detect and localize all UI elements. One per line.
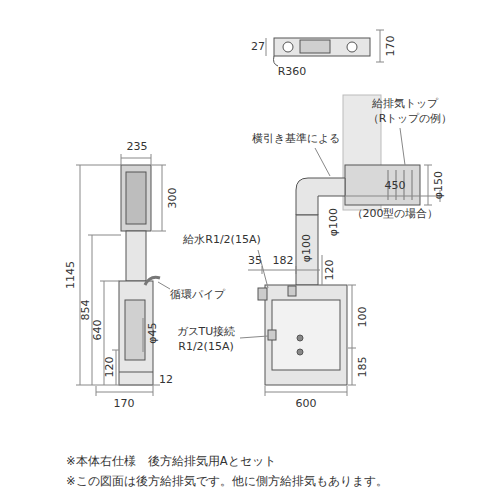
dimension-label: 170 <box>114 398 135 410</box>
dimension-label: 循環パイプ <box>170 289 225 301</box>
dimension-label: 640 <box>92 320 104 341</box>
dimension-label: ガスTU接続 <box>177 326 236 338</box>
front-exhaust-pipe <box>296 215 318 285</box>
dimension-label: 12 <box>159 374 173 386</box>
dimension-label: φ45 <box>147 322 159 343</box>
dimension-label: φ100 <box>301 234 313 262</box>
dimension-label: 450 <box>385 180 406 192</box>
exhaust-pipe <box>126 231 146 281</box>
dimension-label: 170 <box>385 36 397 57</box>
dimension-label: 給排気トップ <box>372 98 438 110</box>
dimension-label: 600 <box>296 398 317 410</box>
flue-terminal <box>345 165 420 205</box>
dimension-label: φ150 <box>433 171 445 199</box>
dimension-label: 182 <box>273 255 294 267</box>
dimension-label: （200型の場合） <box>352 208 439 220</box>
dimension-label: 120 <box>324 260 336 281</box>
dimension-label: 185 <box>357 357 369 378</box>
top-view-body <box>274 38 370 56</box>
dimension-label: 給水R1/2(15A) <box>183 234 260 246</box>
dimension-label: R1/2(15A) <box>178 341 233 353</box>
dimension-label: R360 <box>278 66 307 78</box>
dimension-label: 27 <box>251 41 265 53</box>
dimension-label: φ100 <box>328 208 340 236</box>
note: ※本体右仕様 後方給排気用Aとセット <box>66 455 276 468</box>
dimension-label: 300 <box>167 188 179 209</box>
front-body <box>265 285 347 385</box>
dimension-label: 横引き基準による <box>252 133 340 145</box>
dimension-label: 854 <box>80 300 92 321</box>
note: ※この図面は後方給排気です。他に側方給排気もあります。 <box>66 475 388 488</box>
top-hood <box>121 165 151 231</box>
dimension-label: 1145 <box>65 261 77 289</box>
dimension-label: 120 <box>104 357 116 378</box>
dimension-label: 100 <box>357 307 369 328</box>
dimension-label: 235 <box>127 141 148 153</box>
dimension-label: （Rトップの例） <box>368 113 453 125</box>
dimension-label: 35 <box>248 255 262 267</box>
